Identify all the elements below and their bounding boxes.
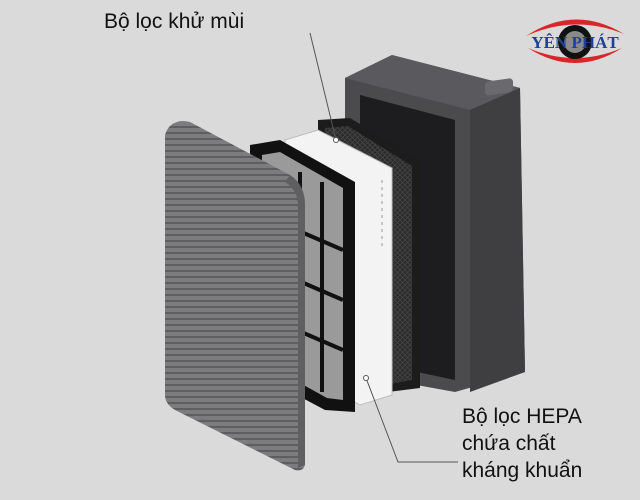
- deodorizing-filter-label: Bộ lọc khử mùi: [104, 10, 245, 33]
- leader-line-deodorizing: [309, 32, 337, 141]
- hepa-filter-label: Bộ lọc HEPA chứa chất kháng khuẩn: [462, 403, 582, 484]
- front-cover: [165, 121, 305, 471]
- hepa-label-line-2: chứa chất: [462, 432, 556, 455]
- leader-line-hepa: [365, 377, 458, 463]
- yen-phat-logo: YÊN PHÁT: [526, 19, 624, 63]
- hepa-label-line-3: kháng khuẩn: [462, 459, 583, 482]
- hepa-label-line-1: Bộ lọc HEPA: [462, 405, 582, 428]
- svg-text:YÊN PHÁT: YÊN PHÁT: [531, 33, 619, 52]
